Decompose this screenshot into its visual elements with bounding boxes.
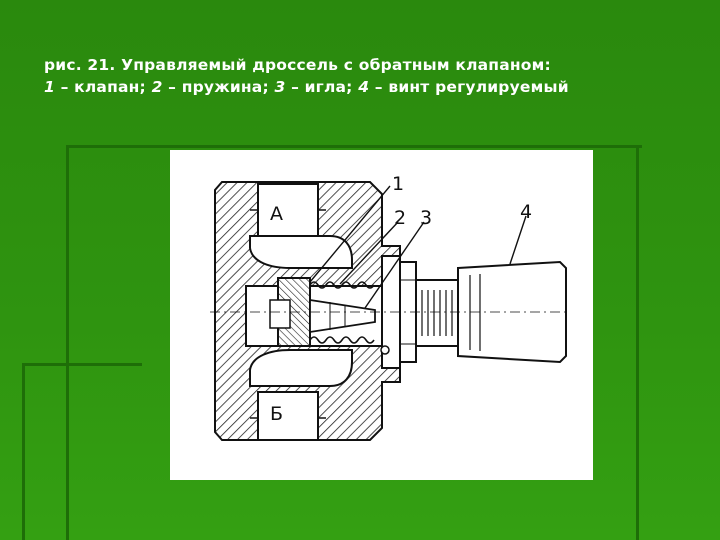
legend-text-3: – игла;: [285, 78, 359, 96]
decor-line-top: [66, 145, 642, 148]
leader-2: [339, 221, 399, 285]
port-b-channel: [257, 391, 319, 441]
legend-num-3: 3: [274, 78, 286, 96]
spring-lower: [309, 336, 375, 344]
legend-num-2: 2: [151, 78, 163, 96]
throttle-valve-drawing: А Б 1 2 3 4: [170, 150, 593, 480]
caption-title: рис. 21. Управляемый дроссель с обратным…: [44, 56, 551, 74]
legend-num-1: 1: [44, 78, 55, 96]
figure-caption: рис. 21. Управляемый дроссель с обратным…: [44, 54, 684, 98]
needle: [309, 298, 376, 334]
legend-num-4: 4: [358, 78, 370, 96]
port-a-channel: [257, 183, 319, 237]
spring-upper: [309, 281, 375, 289]
label-port-b: Б: [270, 403, 283, 425]
lower-cavity: [249, 349, 353, 387]
decor-line-bottom-left: [22, 363, 142, 366]
decor-line-left: [66, 145, 69, 540]
caption-legend: 1 – клапан; 2 – пружина; 3 – игла; 4 – в…: [44, 76, 684, 98]
label-port-a: А: [270, 203, 283, 225]
leader-4: [509, 215, 527, 265]
decor-line-right: [636, 145, 639, 540]
label-1: 1: [392, 173, 404, 195]
label-3: 3: [420, 207, 432, 229]
drawing-svg: А Б 1 2 3 4: [210, 173, 570, 441]
legend-text-1: – клапан;: [55, 78, 152, 96]
legend-text-4: – винт регулируемый: [369, 78, 569, 96]
upper-cavity: [249, 235, 353, 269]
legend-text-2: – пружина;: [162, 78, 275, 96]
decor-line-vert-left: [22, 363, 25, 540]
label-2: 2: [394, 207, 406, 229]
label-4: 4: [520, 201, 532, 223]
leader-1: [309, 185, 391, 283]
leader-3: [364, 221, 425, 309]
